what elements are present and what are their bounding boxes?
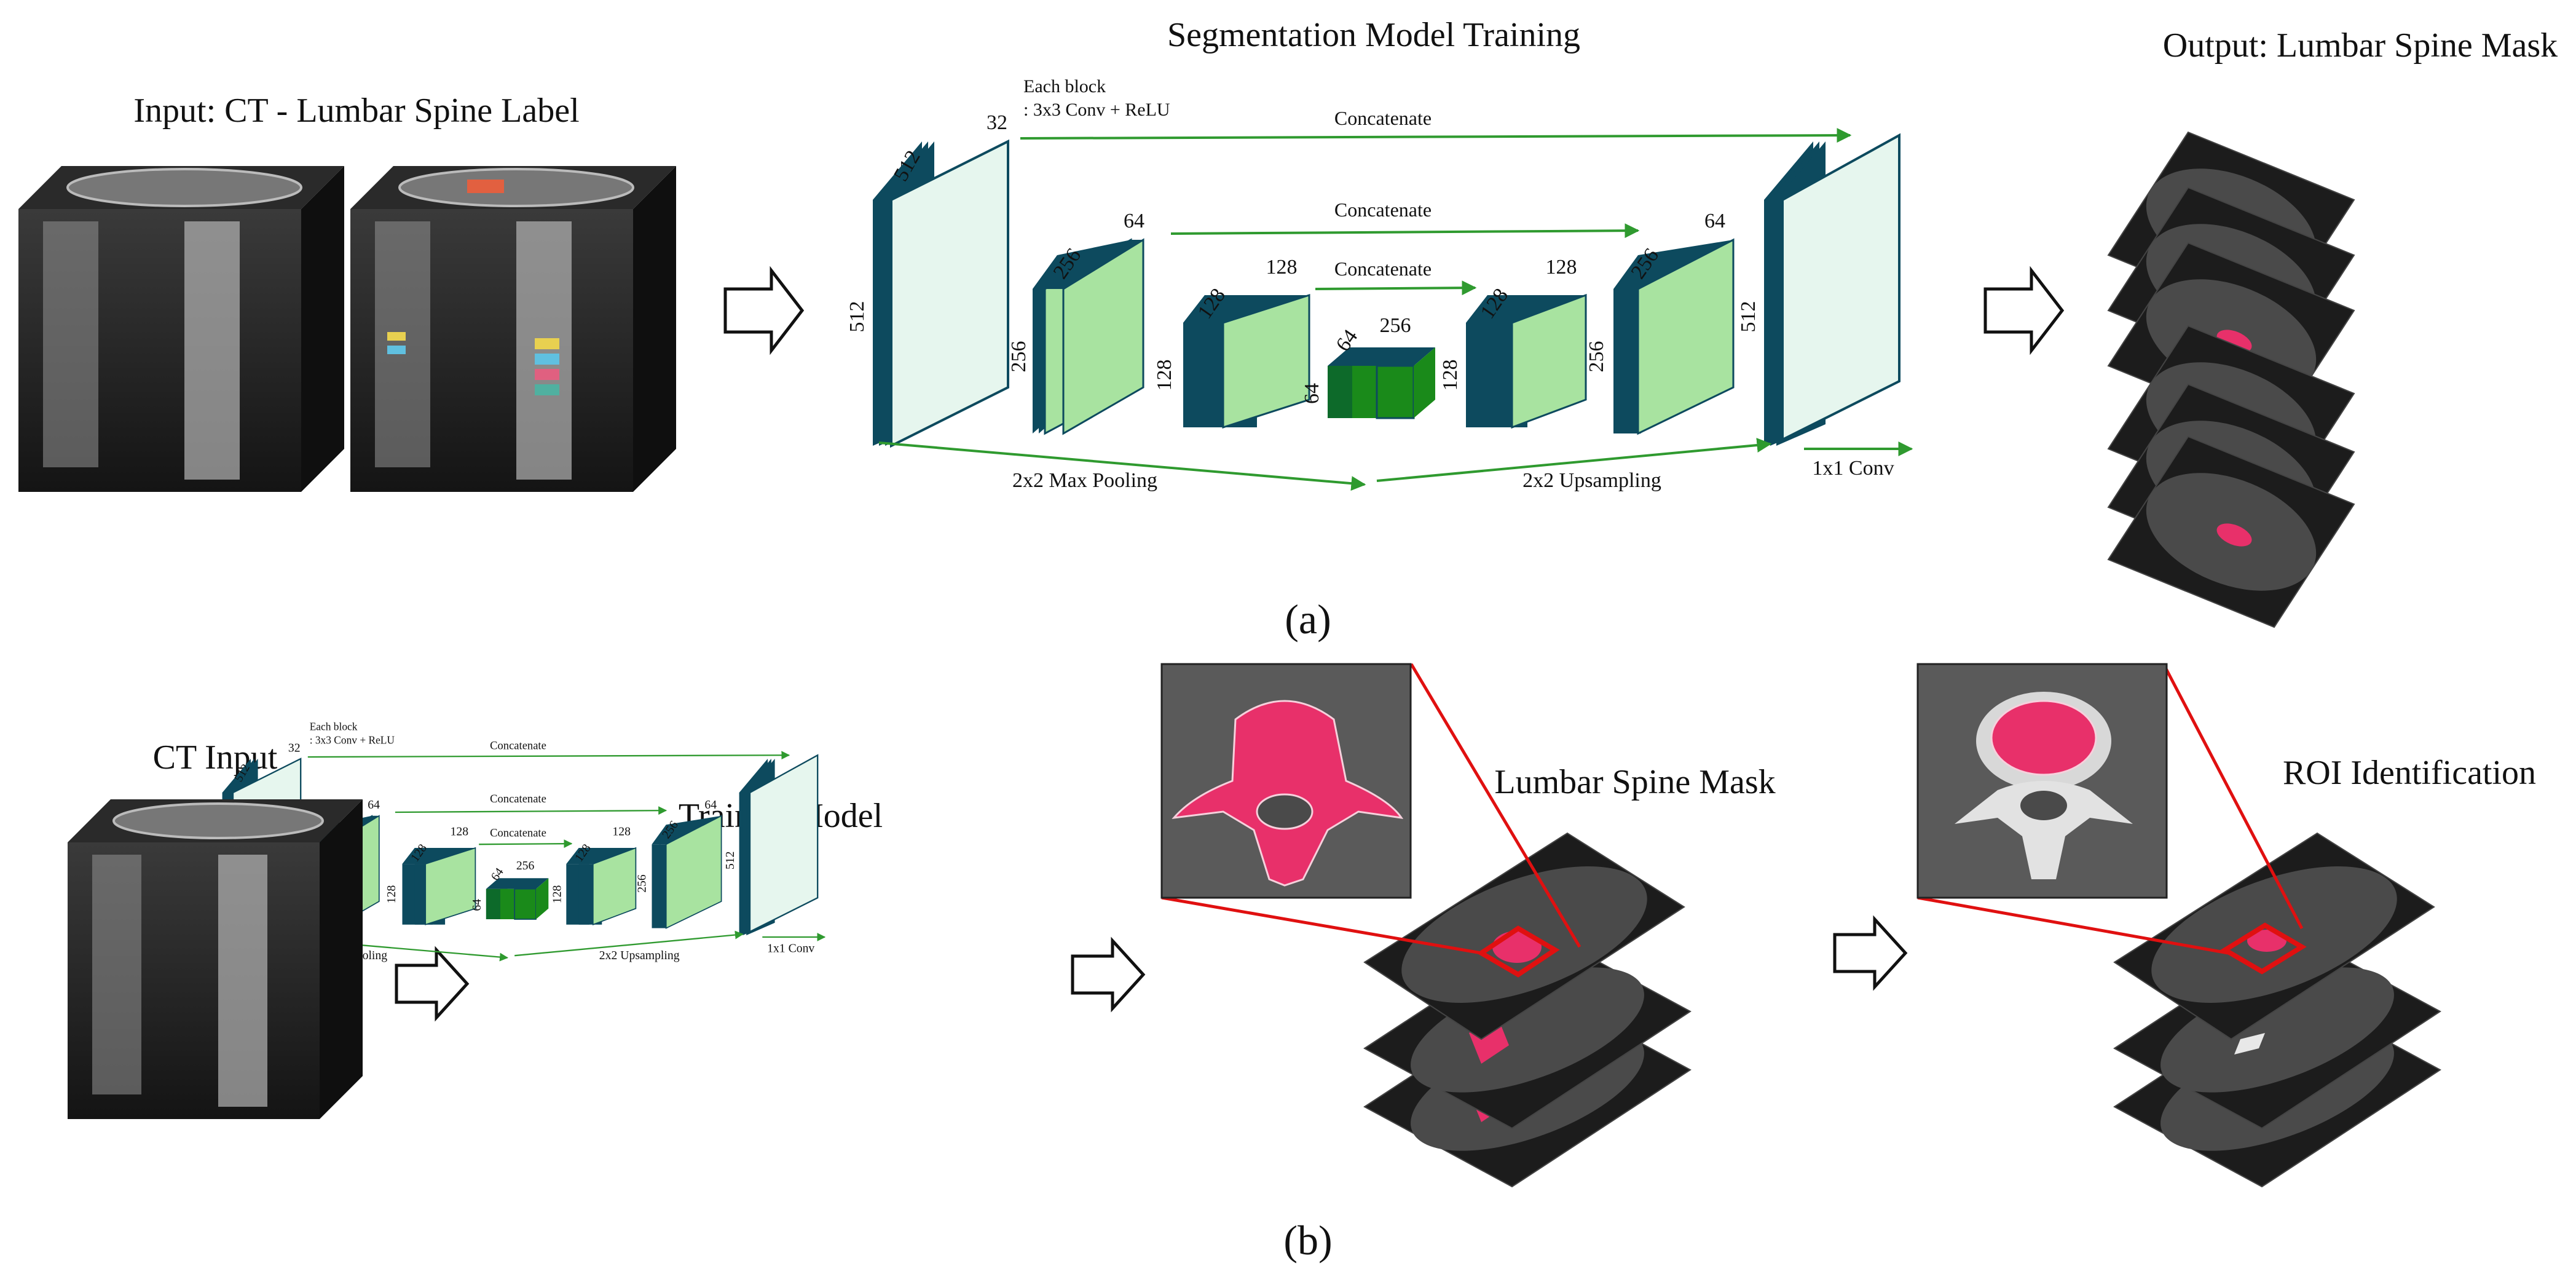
roi-slice-stack: [2113, 832, 2441, 1188]
enc1-channel-label: 32: [987, 111, 1007, 134]
out-side-label: 512: [1737, 301, 1760, 333]
flow-arrow-icon: [395, 946, 470, 1022]
concat-arrow-1: [1020, 128, 1852, 143]
mask-slice-stack-b: [1363, 832, 1692, 1188]
dec2-side-label: 256: [1585, 341, 1608, 373]
bottleneck-block: [1328, 347, 1435, 419]
enc3-side-label: 128: [1153, 360, 1176, 391]
ct-cube-input-a: [18, 166, 344, 492]
mask-slice-stack-a: [2107, 131, 2355, 628]
upsampling-arrow: [1376, 438, 1772, 482]
concat-arrow-2: [1170, 223, 1640, 239]
concat-arrow-3: [1315, 280, 1477, 296]
zoomed-vertebra-mask: [1160, 663, 1412, 899]
encoder-block-1: [873, 139, 1009, 448]
decoder-block-3: [1466, 293, 1587, 429]
encoder-block-3: [1183, 293, 1310, 429]
enc2-channel-label: 64: [1124, 210, 1144, 232]
enc3-channel-label: 128: [1266, 256, 1298, 279]
enc1-side-label: 512: [846, 301, 869, 333]
decoder-block-2: [1613, 238, 1735, 435]
zoomed-vertebra-roi: [1916, 663, 2168, 899]
output-block: [1764, 133, 1900, 446]
flow-arrow-icon: [1833, 915, 1908, 991]
zoom-line: [1409, 663, 1581, 948]
ct-cube-label-a: [350, 166, 676, 492]
zoom-line: [2162, 663, 2304, 930]
roi-box: [1476, 925, 1560, 978]
flow-arrow-icon: [723, 266, 805, 355]
roi-title: ROI Identification: [2283, 754, 2536, 792]
panel-a-caption: (a): [1285, 596, 1331, 643]
pooling-label: 2x2 Max Pooling: [1012, 469, 1157, 492]
ct-cube-input-b: [68, 799, 363, 1119]
zoom-line: [1161, 896, 1482, 955]
mask-title: Lumbar Spine Mask: [1494, 763, 1775, 801]
bot-channel-label: 256: [1380, 314, 1411, 337]
dec3-channel-label: 128: [1546, 256, 1577, 279]
block-note-line2: : 3x3 Conv + ReLU: [1023, 100, 1170, 120]
input-title: Input: CT - Lumbar Spine Label: [133, 92, 579, 130]
upsampling-label: 2x2 Upsampling: [1522, 469, 1661, 492]
output-title: Output: Lumbar Spine Mask: [2163, 26, 2558, 65]
enc2-side-label: 256: [1007, 341, 1030, 373]
roi-box: [2220, 922, 2307, 975]
zoom-line: [1917, 896, 2229, 955]
flow-arrow-icon: [1983, 266, 2065, 355]
concat-label-3: Concatenate: [1334, 258, 1432, 280]
block-note-line1: Each block: [1023, 76, 1106, 97]
pooling-arrow: [878, 441, 1366, 491]
dec2-channel-label: 64: [1704, 210, 1725, 232]
encoder-block-2: [1033, 238, 1144, 435]
flow-arrow-icon: [1071, 936, 1146, 1013]
concat-label-2: Concatenate: [1334, 199, 1432, 221]
bot-side-label: 64: [1301, 383, 1323, 404]
panel-b-caption: (b): [1283, 1217, 1332, 1264]
training-title: Segmentation Model Training: [1167, 16, 1580, 54]
unet-diagram: Each block : 3x3 Conv + ReLU 512 512 32 …: [846, 76, 1913, 492]
conv1x1-label: 1x1 Conv: [1812, 457, 1894, 480]
ct-input-title: CT Input: [153, 738, 278, 777]
dec3-side-label: 128: [1439, 360, 1462, 391]
concat-label-1: Concatenate: [1334, 107, 1432, 129]
